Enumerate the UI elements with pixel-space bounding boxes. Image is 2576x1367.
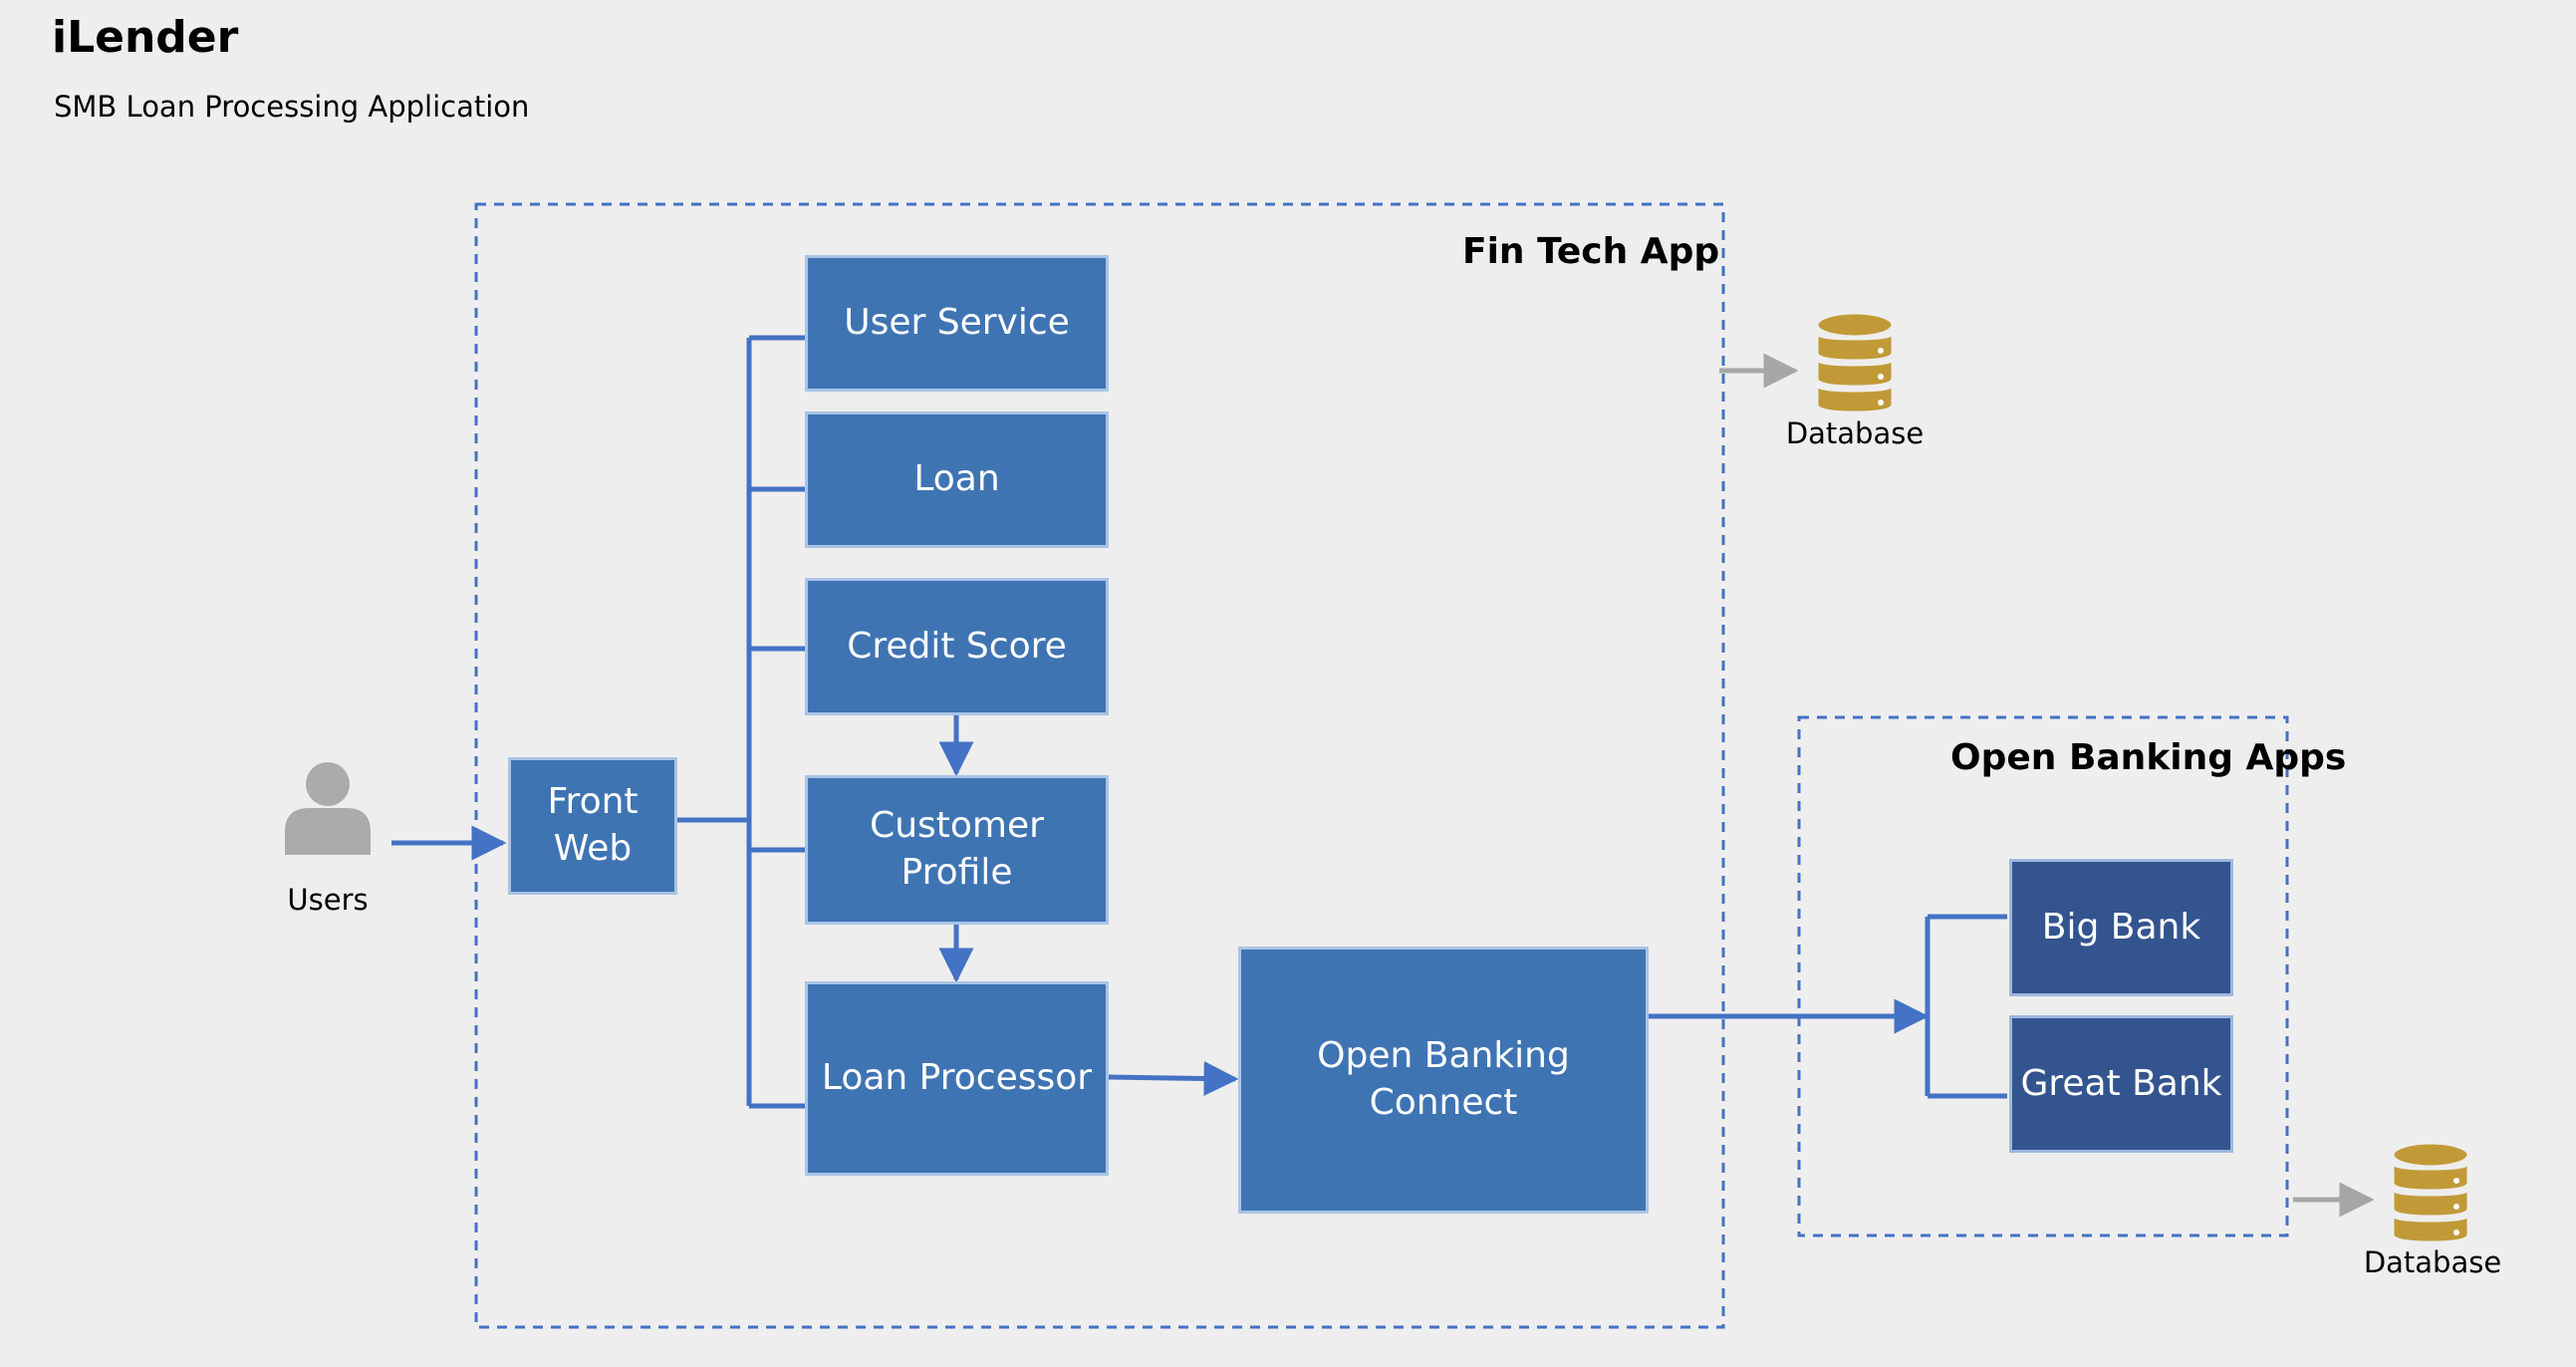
- database-label-1: Database: [1785, 416, 1925, 450]
- user-icon: [285, 762, 371, 855]
- loan-processor-box[interactable]: Loan Processor: [805, 981, 1109, 1176]
- open-banking-apps-label: Open Banking Apps: [1950, 737, 2347, 778]
- loan-box[interactable]: Loan: [805, 411, 1109, 548]
- users-label: Users: [287, 883, 369, 917]
- page-subtitle: SMB Loan Processing Application: [54, 90, 530, 124]
- database-icon: [2391, 1141, 2470, 1244]
- open-banking-connect-box[interactable]: Open Banking Connect: [1238, 947, 1649, 1214]
- big-bank-box[interactable]: Big Bank: [2009, 859, 2233, 996]
- database-icon: [1815, 311, 1895, 414]
- fintech-app-label: Fin Tech App: [1462, 231, 1720, 272]
- fintech-app-group-border: [474, 202, 1725, 1329]
- front-web-box[interactable]: Front Web: [508, 757, 677, 895]
- database-label-2: Database: [2363, 1245, 2502, 1279]
- page-title: iLender: [52, 12, 239, 63]
- user-service-box[interactable]: User Service: [805, 255, 1109, 392]
- credit-score-box[interactable]: Credit Score: [805, 578, 1109, 715]
- great-bank-box[interactable]: Great Bank: [2009, 1015, 2233, 1153]
- customer-profile-box[interactable]: Customer Profile: [805, 775, 1109, 925]
- loan-processor-to-obc-arrow: [1107, 1061, 1239, 1097]
